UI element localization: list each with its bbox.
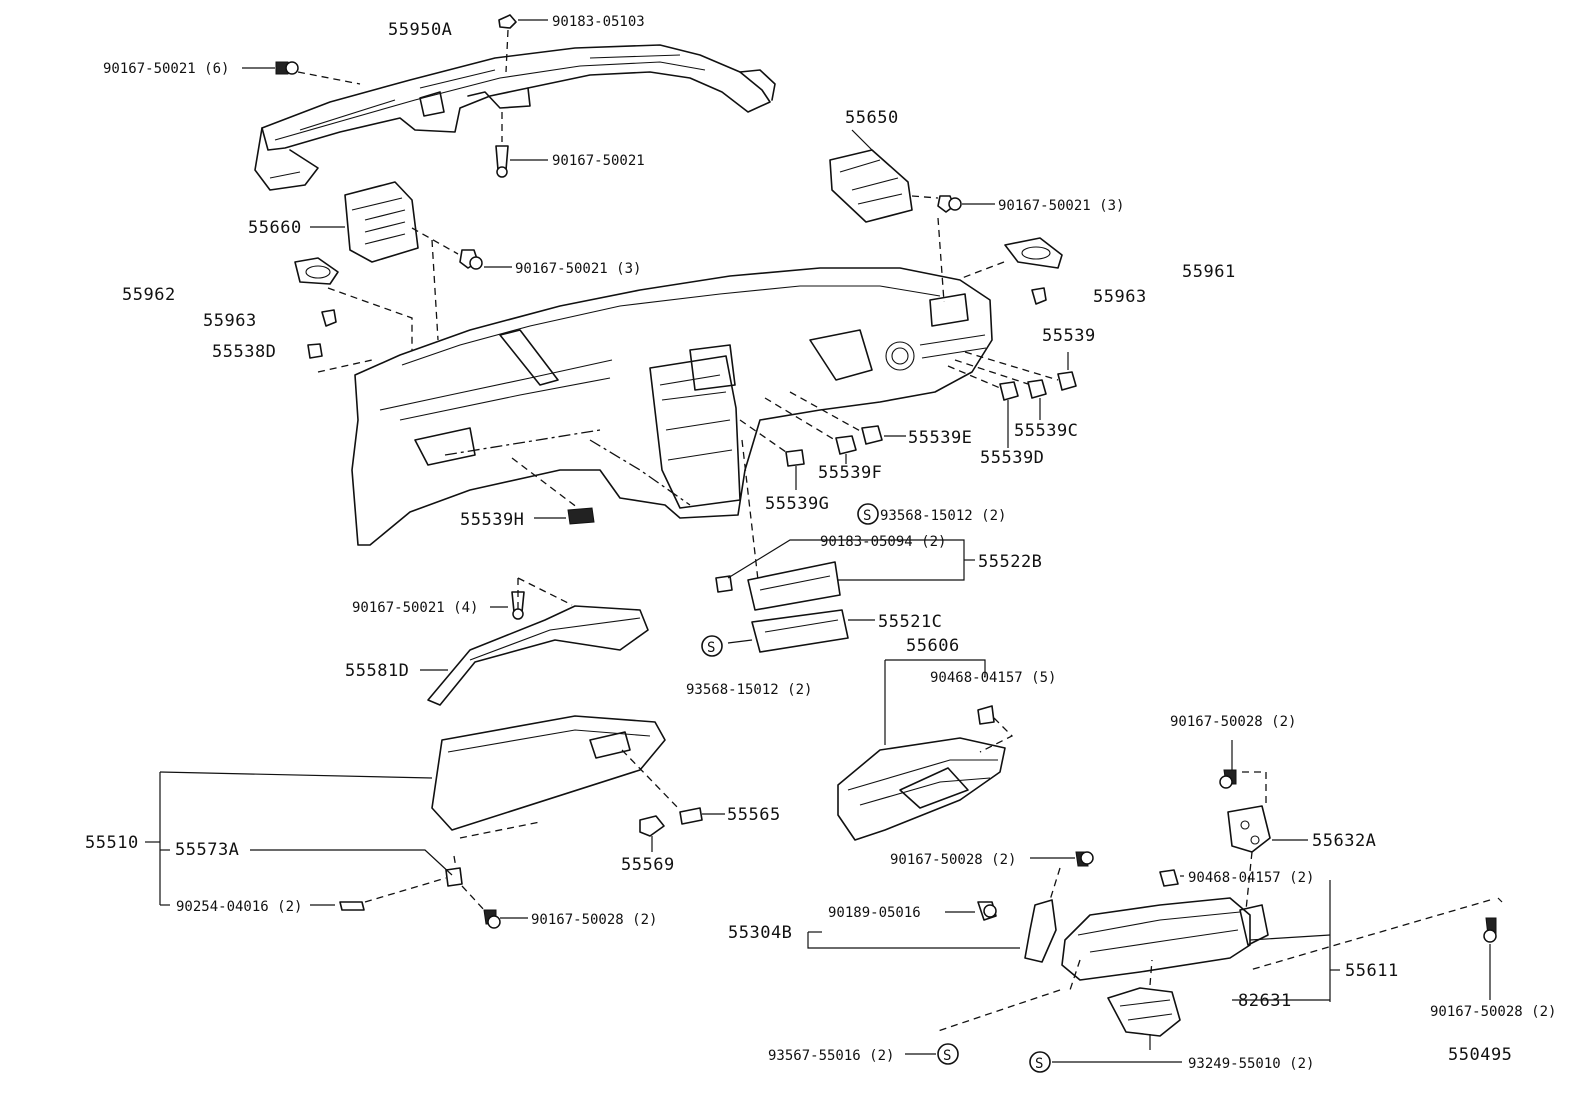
label-55539e: 55539E [908, 428, 972, 448]
s-mark-icon-4: S [1029, 1051, 1051, 1073]
diagram-code: 550495 [1448, 1045, 1512, 1065]
pin-90254-04016 [310, 877, 447, 911]
screw-90167-50021-center [495, 112, 548, 178]
long-dash-lines [934, 899, 1491, 1033]
label-90189-05016: 90189-05016 [828, 905, 921, 921]
label-90167-50021-3b: 90167-50021 (3) [998, 198, 1124, 214]
label-55660: 55660 [248, 218, 302, 238]
label-90468-04157-5: 90468-04157 (5) [930, 670, 1056, 686]
label-55539d: 55539D [980, 448, 1044, 468]
label-55539g: 55539G [765, 494, 829, 514]
label-90254-04016: 90254-04016 (2) [176, 899, 302, 915]
label-55963-right: 55963 [1093, 287, 1147, 307]
label-82631: 82631 [1238, 991, 1292, 1011]
label-90167-50021-4: 90167-50021 (4) [352, 600, 478, 616]
label-55573a: 55573A [175, 840, 239, 860]
switch-55539 [964, 351, 1077, 391]
label-55521c: 55521C [878, 612, 942, 632]
label-90183-05094: 90183-05094 (2) [820, 534, 946, 550]
screw-90167-50028-mid [1030, 851, 1094, 901]
pocket-55521c [727, 609, 875, 653]
svg-text:S: S [707, 640, 715, 656]
label-90167-50028-hinge: 90167-50028 (2) [1170, 714, 1296, 730]
label-93567-55016: 93567-55016 (2) [768, 1048, 894, 1064]
label-90167-50028-glove: 90167-50028 (2) [531, 912, 657, 928]
lower-panel-55611 [1024, 880, 1340, 1002]
screw-90167-50028-hinge [1219, 740, 1237, 789]
label-55650: 55650 [845, 108, 899, 128]
label-55538d: 55538D [212, 342, 276, 362]
label-90167-50028-far: 90167-50028 (2) [1430, 1004, 1556, 1020]
label-93568-15012-top: 93568-15012 (2) [880, 508, 1006, 524]
switch-55539g [739, 419, 805, 490]
switch-55539f [764, 397, 857, 464]
label-90183-05103: 90183-05103 [552, 14, 645, 30]
stopper-55573a [250, 849, 463, 887]
bracket-82631 [1107, 959, 1181, 1037]
screw-90167-50028-far [1483, 897, 1503, 1000]
latch-55565 [679, 807, 725, 825]
tray-55606 [837, 659, 1014, 841]
svg-text:S: S [863, 508, 871, 524]
part-labels: 55950A 90183-05103 90167-50021 (6) 90167… [85, 14, 1556, 1072]
defroster-duct-55950a [254, 44, 776, 191]
label-93568-15012-bottom: 93568-15012 (2) [686, 682, 812, 698]
label-55962: 55962 [122, 285, 176, 305]
switch-55539e [789, 391, 906, 445]
side-register-55660 [310, 181, 512, 341]
vent-55961 [961, 237, 1063, 305]
switch-55539d [947, 365, 1019, 448]
label-90167-50021-3a: 90167-50021 (3) [515, 261, 641, 277]
instrument-panel-body [351, 267, 993, 546]
s-marks-lower [905, 1034, 1182, 1063]
label-55539: 55539 [1042, 326, 1096, 346]
vent-55962 [294, 257, 413, 373]
label-55522b: 55522B [978, 552, 1042, 572]
label-55606: 55606 [906, 636, 960, 656]
label-90167-50021: 90167-50021 [552, 153, 645, 169]
side-register-55650 [829, 129, 995, 303]
label-55632a: 55632A [1312, 831, 1376, 851]
label-90468-04157-2: 90468-04157 (2) [1188, 870, 1314, 886]
clip-90189-05016 [807, 901, 1020, 949]
clip-90468-04157-2 [1159, 869, 1184, 887]
label-55950a: 55950A [388, 20, 452, 40]
screw-90167-50028-glove [461, 885, 528, 929]
hinge-55632a [1227, 771, 1308, 911]
label-55539f: 55539F [818, 463, 882, 483]
center-bracket-55522b [715, 439, 975, 611]
s-mark-icon-2: S [701, 635, 723, 657]
label-55581d: 55581D [345, 661, 409, 681]
label-55539c: 55539C [1014, 421, 1078, 441]
label-55963-left: 55963 [203, 311, 257, 331]
label-93249-55010: 93249-55010 (2) [1188, 1056, 1314, 1072]
screw-90167-50021-6 [242, 61, 361, 85]
svg-text:S: S [943, 1048, 951, 1064]
switch-55539c [954, 359, 1047, 420]
label-55304b: 55304B [728, 923, 792, 943]
label-55539h: 55539H [460, 510, 524, 530]
label-90167-50028-mid: 90167-50028 (2) [890, 852, 1016, 868]
label-55510: 55510 [85, 833, 139, 853]
s-mark-icon-1: S [857, 503, 879, 525]
label-90167-50021-6: 90167-50021 (6) [103, 61, 229, 77]
s-mark-icon-3: S [937, 1043, 959, 1065]
label-55565: 55565 [727, 805, 781, 825]
clip-90183-05103 [498, 14, 548, 73]
switch-55539h [511, 457, 595, 525]
label-55961: 55961 [1182, 262, 1236, 282]
svg-text:S: S [1035, 1056, 1043, 1072]
label-55611: 55611 [1345, 961, 1399, 981]
glove-box-55510 [145, 715, 681, 906]
striker-55569 [639, 815, 665, 852]
label-55569: 55569 [621, 855, 675, 875]
bracket-55581d [420, 577, 649, 706]
